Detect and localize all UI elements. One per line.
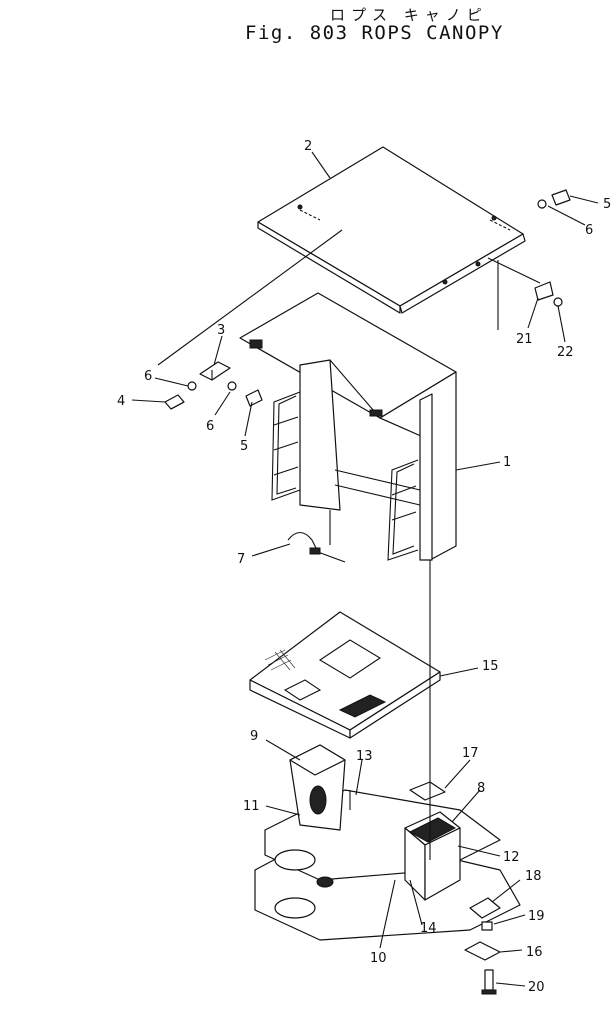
- callout-3: 3: [217, 323, 225, 338]
- callout-7: 7: [237, 552, 245, 567]
- callout-10: 10: [370, 951, 387, 966]
- callout-2: 2: [304, 139, 312, 154]
- callout-11: 11: [243, 799, 260, 814]
- callout-6b: 6: [206, 419, 214, 434]
- mounting-bracket: [164, 361, 263, 410]
- callout-18: 18: [525, 869, 542, 884]
- callout-14: 14: [420, 921, 437, 936]
- assembly-lines: [157, 229, 541, 860]
- callout-5a: 5: [240, 439, 248, 454]
- canopy-frame: [239, 292, 457, 561]
- callout-1: 1: [503, 455, 511, 470]
- callout-4: 4: [117, 394, 125, 409]
- floor-plate: [249, 611, 441, 739]
- right-mount: [404, 781, 461, 901]
- left-mount: [289, 744, 351, 831]
- callout-6a: 6: [144, 369, 152, 384]
- handle-assembly: [287, 510, 346, 563]
- callout-5b: 5: [603, 197, 611, 212]
- figure-title: Fig. 803 ROPS CANOPY: [245, 22, 504, 44]
- leader-lines: [131, 151, 599, 987]
- callout-19: 19: [528, 909, 545, 924]
- roof-bolts-right: [534, 189, 571, 307]
- callout-22: 22: [557, 345, 574, 360]
- revolving-frame: [254, 789, 521, 941]
- callout-21: 21: [516, 332, 533, 347]
- callout-8: 8: [477, 781, 485, 796]
- callout-16: 16: [526, 945, 543, 960]
- small-parts: [464, 897, 501, 995]
- callout-6c: 6: [585, 223, 593, 238]
- callout-9: 9: [250, 729, 258, 744]
- roof-panel: [257, 146, 526, 314]
- callout-13: 13: [356, 749, 373, 764]
- figure-title-japanese: ロプス キャノピ: [330, 6, 488, 24]
- callout-15: 15: [482, 659, 499, 674]
- callout-20: 20: [528, 980, 545, 995]
- callout-12: 12: [503, 850, 520, 865]
- callout-17: 17: [462, 746, 479, 761]
